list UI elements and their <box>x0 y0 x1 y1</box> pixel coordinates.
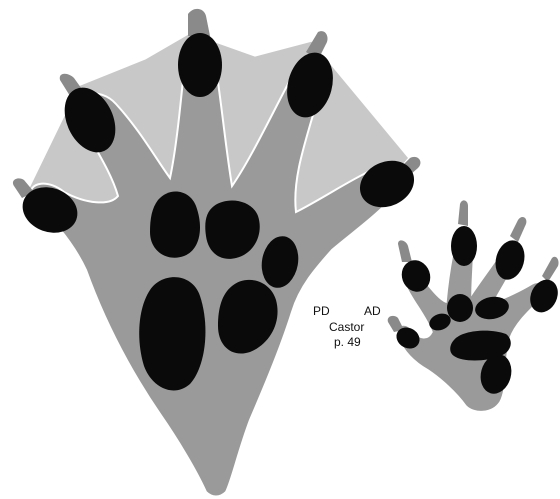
hind-foot-label: PD <box>313 304 330 318</box>
hind-sole-pad-1 <box>150 191 200 257</box>
fore-claw-5 <box>542 257 559 282</box>
fore-claw-2 <box>398 240 412 262</box>
page-reference-label: p. 49 <box>334 335 361 349</box>
hind-sole-pad-4 <box>139 277 205 390</box>
fore-toe-pad-3 <box>451 226 477 266</box>
hind-claw-3 <box>188 9 210 36</box>
fore-foot-label: AD <box>364 304 381 318</box>
fore-claw-3 <box>458 200 468 226</box>
fore-claw-4 <box>510 217 526 242</box>
hind-toe-pad-3 <box>178 33 222 97</box>
fore-foot-print <box>388 200 560 411</box>
hind-foot-print <box>13 9 422 497</box>
species-label: Castor <box>329 320 364 334</box>
fore-sole-pad-2 <box>447 294 473 322</box>
